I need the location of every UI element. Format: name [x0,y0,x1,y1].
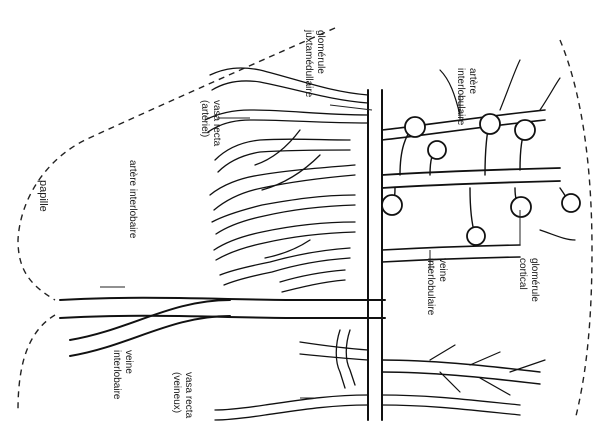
label-vasa-recta-veineux-2: (veineux) [171,372,182,413]
glomerulus [405,117,425,137]
glomeruli [382,114,580,245]
papilla-outline [18,28,335,300]
label-artere-interlobaire: artère interlobaire [127,160,138,239]
label-veine-interlobulaire-1: veine [437,258,448,282]
label-glomerule-cortical-2: cortical [517,258,528,290]
glomerulus [511,197,531,217]
label-papille: papille [37,180,49,212]
glomerulus [562,194,580,212]
glomerulus [480,114,500,134]
interlobaire-vein-trunk [70,300,230,356]
glomerulus [467,227,485,245]
lower-papilla-outline [18,315,55,410]
label-veine-interlobaire-2: interlobaire [111,350,122,400]
cortex-edge-outline [560,40,592,420]
label-vasa-recta-veineux-1: vasa recta [183,372,194,419]
label-glomerule-paramedullaire-2: juxtamédullaire [303,29,314,98]
vasa-recta-bundles [205,68,368,292]
label-vasa-recta-arteriel-2: (artériel) [199,100,210,137]
label-veine-interlobaire-1: veine [123,350,134,374]
glomerulus [515,120,535,140]
labels: glomérule juxtamédullaire artère interlo… [37,29,540,419]
label-artere-interlobulaire-2: interlobulaire [455,68,466,126]
label-glomerule-cortical-1: glomérule [529,258,540,302]
glomerulus [428,141,446,159]
venous-vasa-recta [215,330,368,420]
glomerulus [382,195,402,215]
label-vasa-recta-arteriel-1: vasa recta [211,100,222,147]
label-glomerule-paramedullaire-1: glomérule [315,30,326,74]
label-veine-interlobulaire-2: interlobulaire [425,258,436,316]
label-artere-interlobulaire-1: artère [467,68,478,95]
vertical-vessel-trunk [368,90,382,420]
afferent-loops [390,60,575,240]
